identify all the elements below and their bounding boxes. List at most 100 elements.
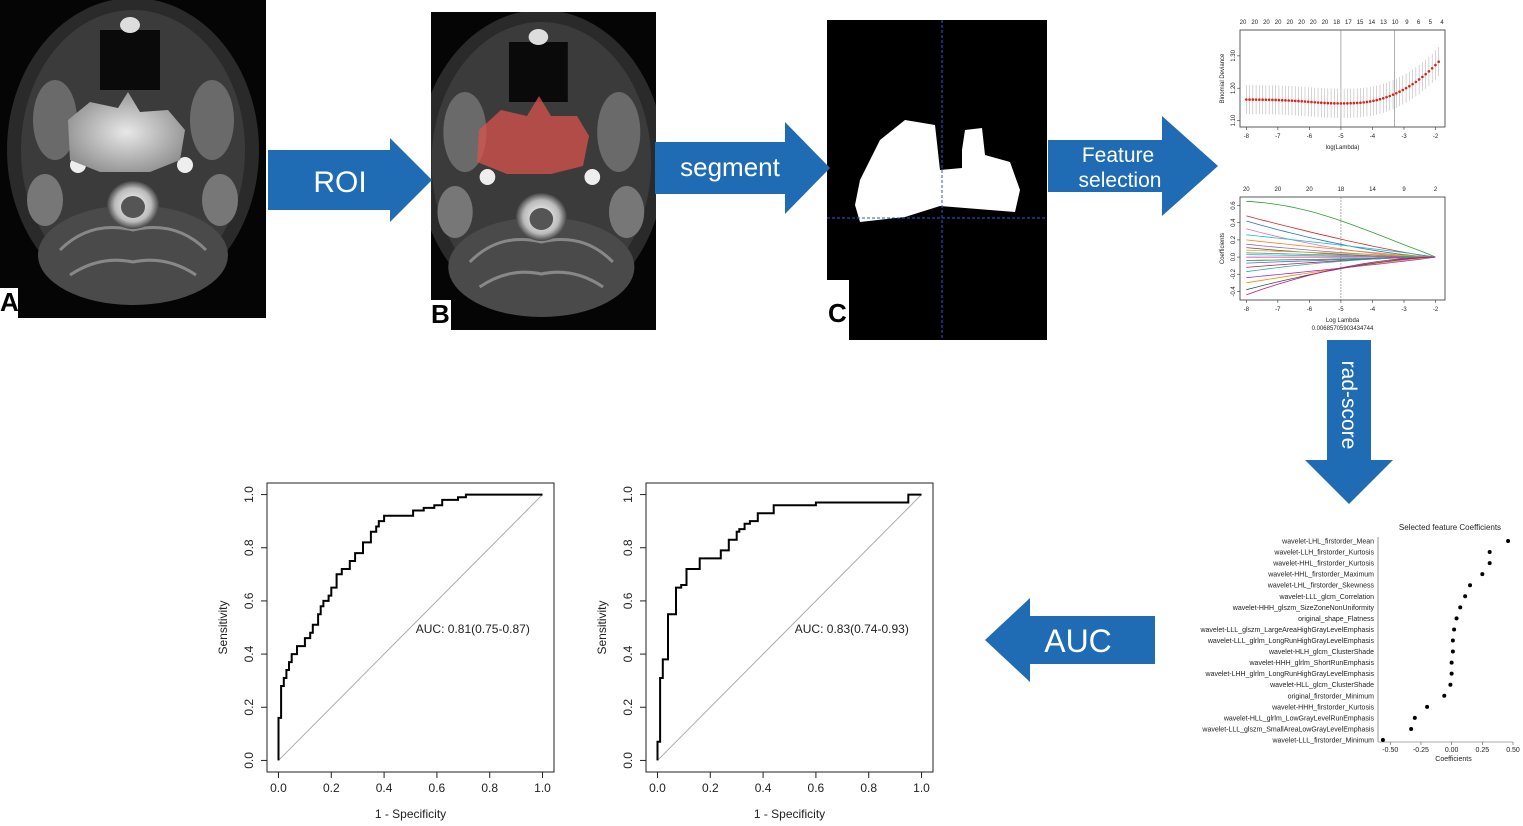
coef-path-line bbox=[1246, 256, 1436, 291]
deviance-point bbox=[1306, 100, 1310, 104]
roc-x-tick-label: 1.0 bbox=[534, 781, 551, 795]
deviance-point bbox=[1245, 98, 1248, 101]
roc-y-tick-label: 0.2 bbox=[242, 699, 256, 716]
roc-y-tick-label: 0.2 bbox=[621, 699, 635, 716]
coef-top-count: 20 bbox=[1243, 187, 1250, 193]
deviance-point bbox=[1411, 82, 1414, 86]
deviance-top-count: 18 bbox=[1333, 20, 1340, 26]
roc-y-label: Sensitivity bbox=[216, 600, 230, 654]
roc-y-tick-label: 0.0 bbox=[621, 752, 635, 769]
coef-chart-dot bbox=[1506, 539, 1511, 543]
deviance-point bbox=[1388, 94, 1392, 98]
roc-x-tick-label: 0.0 bbox=[270, 781, 287, 795]
coef-chart-dot bbox=[1468, 583, 1473, 588]
deviance-x-tick-label: -3 bbox=[1401, 134, 1407, 140]
deviance-top-count: 15 bbox=[1357, 20, 1364, 26]
feature-selection-arrow: Feature selection bbox=[1048, 116, 1218, 216]
deviance-top-count: 6 bbox=[1417, 20, 1421, 26]
deviance-point bbox=[1372, 99, 1375, 103]
coef-y-tick-label: 0.4 bbox=[1231, 218, 1237, 227]
deviance-point bbox=[1346, 102, 1349, 105]
coef-y-tick-label: 0.2 bbox=[1231, 235, 1237, 244]
deviance-point bbox=[1313, 100, 1317, 104]
coef-chart-feature-label: wavelet-HLL_glrlm_LowGrayLevelRunEmphasi… bbox=[1223, 715, 1375, 722]
roc-diagonal-reference bbox=[278, 494, 543, 761]
feature-selection-label-line1: Feature bbox=[1082, 144, 1154, 167]
deviance-point bbox=[1391, 93, 1395, 96]
deviance-point bbox=[1271, 98, 1274, 102]
coef-chart-feature-label: wavelet-LLL_glszm_SmallAreaLowGrayLevelE… bbox=[1201, 726, 1374, 733]
coef-chart-dot bbox=[1412, 715, 1417, 720]
deviance-top-count: 20 bbox=[1298, 20, 1305, 26]
deviance-point bbox=[1254, 98, 1258, 101]
deviance-point bbox=[1385, 95, 1388, 99]
coef-chart-x-tick-label: -0.50 bbox=[1382, 747, 1398, 754]
coef-x-label: Log Lambda bbox=[1326, 318, 1360, 324]
coef-chart-feature-label: wavelet-HHH_firstorder_Kurtosis bbox=[1271, 704, 1374, 711]
deviance-point bbox=[1408, 84, 1411, 88]
deviance-top-count: 20 bbox=[1275, 20, 1282, 26]
coef-chart-feature-label: wavelet-HHH_glszm_SizeZoneNonUniformity bbox=[1232, 605, 1375, 612]
deviance-point bbox=[1349, 101, 1352, 105]
feature-selection-label-line2: selection bbox=[1079, 169, 1162, 192]
deviance-point bbox=[1323, 101, 1326, 105]
roc-x-tick-label: 0.2 bbox=[702, 781, 719, 795]
coef-chart-dot bbox=[1380, 738, 1385, 742]
coef-y-tick-label: -0.4 bbox=[1231, 286, 1237, 297]
coef-y-label: Coefficients bbox=[1220, 233, 1226, 264]
deviance-point bbox=[1417, 78, 1421, 81]
deviance-point bbox=[1437, 60, 1440, 64]
coef-path-line bbox=[1246, 239, 1436, 258]
coef-chart-feature-label: wavelet-HLL_glcm_ClusterShade bbox=[1269, 682, 1374, 689]
deviance-point bbox=[1320, 101, 1323, 105]
deviance-x-tick-label: -5 bbox=[1338, 134, 1344, 140]
coef-chart-x-tick-label: -0.25 bbox=[1413, 747, 1429, 754]
roi-arrow: ROI bbox=[268, 138, 432, 222]
deviance-point bbox=[1284, 99, 1287, 102]
deviance-point bbox=[1333, 102, 1336, 105]
coef-chart-dot bbox=[1448, 682, 1453, 687]
auc-arrow-label: AUC bbox=[1044, 623, 1112, 659]
coef-chart-feature-label: original_shape_Flatness bbox=[1298, 616, 1374, 623]
coef-x-tick-label: -8 bbox=[1244, 307, 1250, 313]
coef-chart-dot bbox=[1487, 550, 1492, 555]
coef-x-tick-label: -5 bbox=[1338, 307, 1344, 313]
coef-chart-title: Selected feature Coefficients bbox=[1399, 523, 1501, 532]
panel-letter-c: C bbox=[828, 298, 847, 328]
deviance-y-tick-label: 1.10 bbox=[1231, 114, 1237, 126]
deviance-plot-frame bbox=[1239, 29, 1446, 128]
deviance-x-tick-label: -7 bbox=[1275, 134, 1281, 140]
coef-top-count: 9 bbox=[1402, 187, 1406, 193]
deviance-point bbox=[1404, 86, 1408, 90]
roc-auc-annotation: AUC: 0.81(0.75-0.87) bbox=[416, 622, 530, 636]
coef-chart-dot bbox=[1442, 693, 1447, 698]
deviance-point bbox=[1274, 98, 1277, 102]
coef-path-line bbox=[1246, 234, 1436, 258]
coef-chart-feature-label: wavelet-HLH_glcm_ClusterShade bbox=[1268, 649, 1374, 656]
deviance-point bbox=[1287, 99, 1290, 102]
roc-frame bbox=[645, 482, 934, 773]
deviance-x-tick-label: -6 bbox=[1307, 134, 1313, 140]
mri-panel-b: B bbox=[431, 12, 656, 330]
deviance-y-tick-label: 1.20 bbox=[1231, 82, 1237, 94]
deviance-point bbox=[1378, 97, 1382, 101]
deviance-point bbox=[1277, 98, 1281, 102]
coef-chart-dot bbox=[1480, 572, 1485, 577]
deviance-point bbox=[1258, 98, 1261, 101]
roc-curve-line bbox=[656, 493, 922, 761]
deviance-point bbox=[1359, 101, 1362, 104]
deviance-point bbox=[1267, 98, 1271, 102]
deviance-point bbox=[1339, 102, 1343, 105]
coef-chart-x-tick-label: 0.25 bbox=[1476, 747, 1490, 754]
coef-x-tick-label: -7 bbox=[1275, 307, 1281, 313]
deviance-top-count: 5 bbox=[1429, 20, 1433, 26]
deviance-point bbox=[1300, 100, 1304, 103]
coef-chart-feature-label: wavelet-HHL_firstorder_Kurtosis bbox=[1272, 561, 1374, 568]
deviance-point bbox=[1264, 98, 1268, 102]
roc-x-tick-label: 0.8 bbox=[481, 781, 498, 795]
roc-y-label: Sensitivity bbox=[595, 600, 609, 654]
coef-x-tick-label: -3 bbox=[1401, 307, 1407, 313]
mri-image-a bbox=[0, 0, 266, 318]
mri-image-b bbox=[431, 12, 656, 330]
